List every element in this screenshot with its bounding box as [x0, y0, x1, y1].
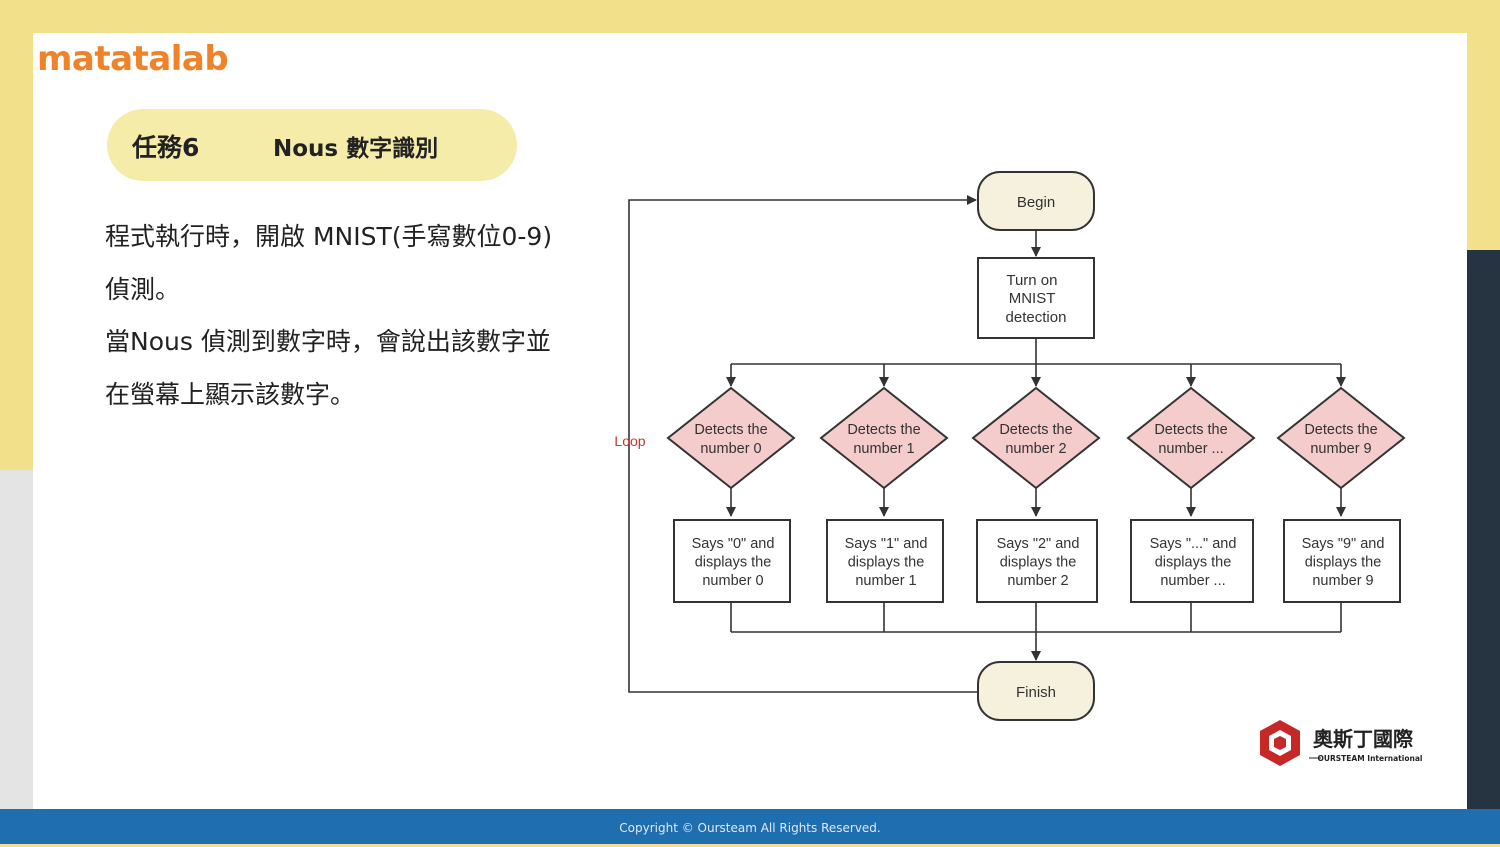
turn-on-line: MNIST: [1009, 290, 1056, 307]
action-node: Says "2" and displays the number 2: [976, 519, 1098, 603]
action-label: Says "9" and: [1302, 536, 1385, 552]
decision-label: number 0: [700, 441, 761, 457]
action-label: Says "2" and: [997, 536, 1080, 552]
turn-on-line: Turn on: [1006, 272, 1057, 289]
decision-label: Detects the: [999, 422, 1072, 438]
task-description: 程式執行時，開啟 MNIST(手寫數位0-9)偵測。 當Nous 偵測到數字時，…: [105, 211, 575, 421]
action-node: Says "9" and displays the number 9: [1283, 519, 1401, 603]
loop-label: Loop: [614, 433, 645, 449]
svg-text:Turn on MNIST dete: Turn on MNIST detection: [1006, 272, 1067, 326]
action-label: displays the: [1305, 555, 1382, 571]
description-paragraph: 當Nous 偵測到數字時，會說出該數字並在螢幕上顯示該數字。: [105, 327, 551, 409]
action-label: number 2: [1007, 573, 1068, 589]
action-label: number 9: [1312, 573, 1373, 589]
decision-node: Detects the number 1: [819, 386, 949, 490]
decision-label: number 2: [1005, 441, 1066, 457]
task-number: 任務6: [132, 133, 200, 162]
action-node: Says "0" and displays the number 0: [673, 519, 791, 603]
action-label: displays the: [1155, 555, 1232, 571]
action-node: Says "..." and displays the number ...: [1130, 519, 1254, 603]
decision-label: Detects the: [847, 422, 920, 438]
action-label: Says "1" and: [845, 536, 928, 552]
decision-node: Detects the number 0: [666, 386, 796, 490]
action-label: number ...: [1160, 573, 1225, 589]
matatalab-logo: matatalab: [37, 39, 229, 79]
partner-name-en: OURSTEAM International: [1318, 754, 1423, 763]
finish-node: Finish: [977, 661, 1095, 721]
turn-on-mnist-node: Turn on MNIST detection: [977, 257, 1095, 339]
finish-label: Finish: [1016, 684, 1056, 701]
action-label: displays the: [848, 555, 925, 571]
decision-label: Detects the: [1304, 422, 1377, 438]
begin-node: Begin: [977, 171, 1095, 231]
decision-node: Detects the number 2: [971, 386, 1101, 490]
partner-name-cn: 奧斯丁國際: [1313, 727, 1414, 751]
decision-node: Detects the number 9: [1276, 386, 1406, 490]
action-node: Says "1" and displays the number 1: [826, 519, 944, 603]
decision-label: number ...: [1158, 441, 1223, 457]
decision-label: Detects the: [1154, 422, 1227, 438]
action-label: displays the: [695, 555, 772, 571]
decision-node: Detects the number ...: [1126, 386, 1256, 490]
action-label: Says "0" and: [692, 536, 775, 552]
action-label: number 1: [855, 573, 916, 589]
task-heading: 任務6 Nous 數字識別: [107, 109, 517, 181]
begin-label: Begin: [1017, 194, 1055, 211]
decision-label: number 9: [1310, 441, 1371, 457]
action-label: number 0: [702, 573, 763, 589]
action-label: Says "..." and: [1150, 536, 1237, 552]
footer-copyright: Copyright © Oursteam All Rights Reserved…: [0, 809, 1500, 844]
oursteam-logo: 奧斯丁國際 OURSTEAM International: [1260, 720, 1423, 766]
task-title: Nous 數字識別: [273, 136, 439, 162]
action-label: displays the: [1000, 555, 1077, 571]
decision-label: number 1: [853, 441, 914, 457]
decision-label: Detects the: [694, 422, 767, 438]
turn-on-line: detection: [1006, 309, 1067, 326]
description-paragraph: 程式執行時，開啟 MNIST(手寫數位0-9)偵測。: [105, 222, 553, 304]
